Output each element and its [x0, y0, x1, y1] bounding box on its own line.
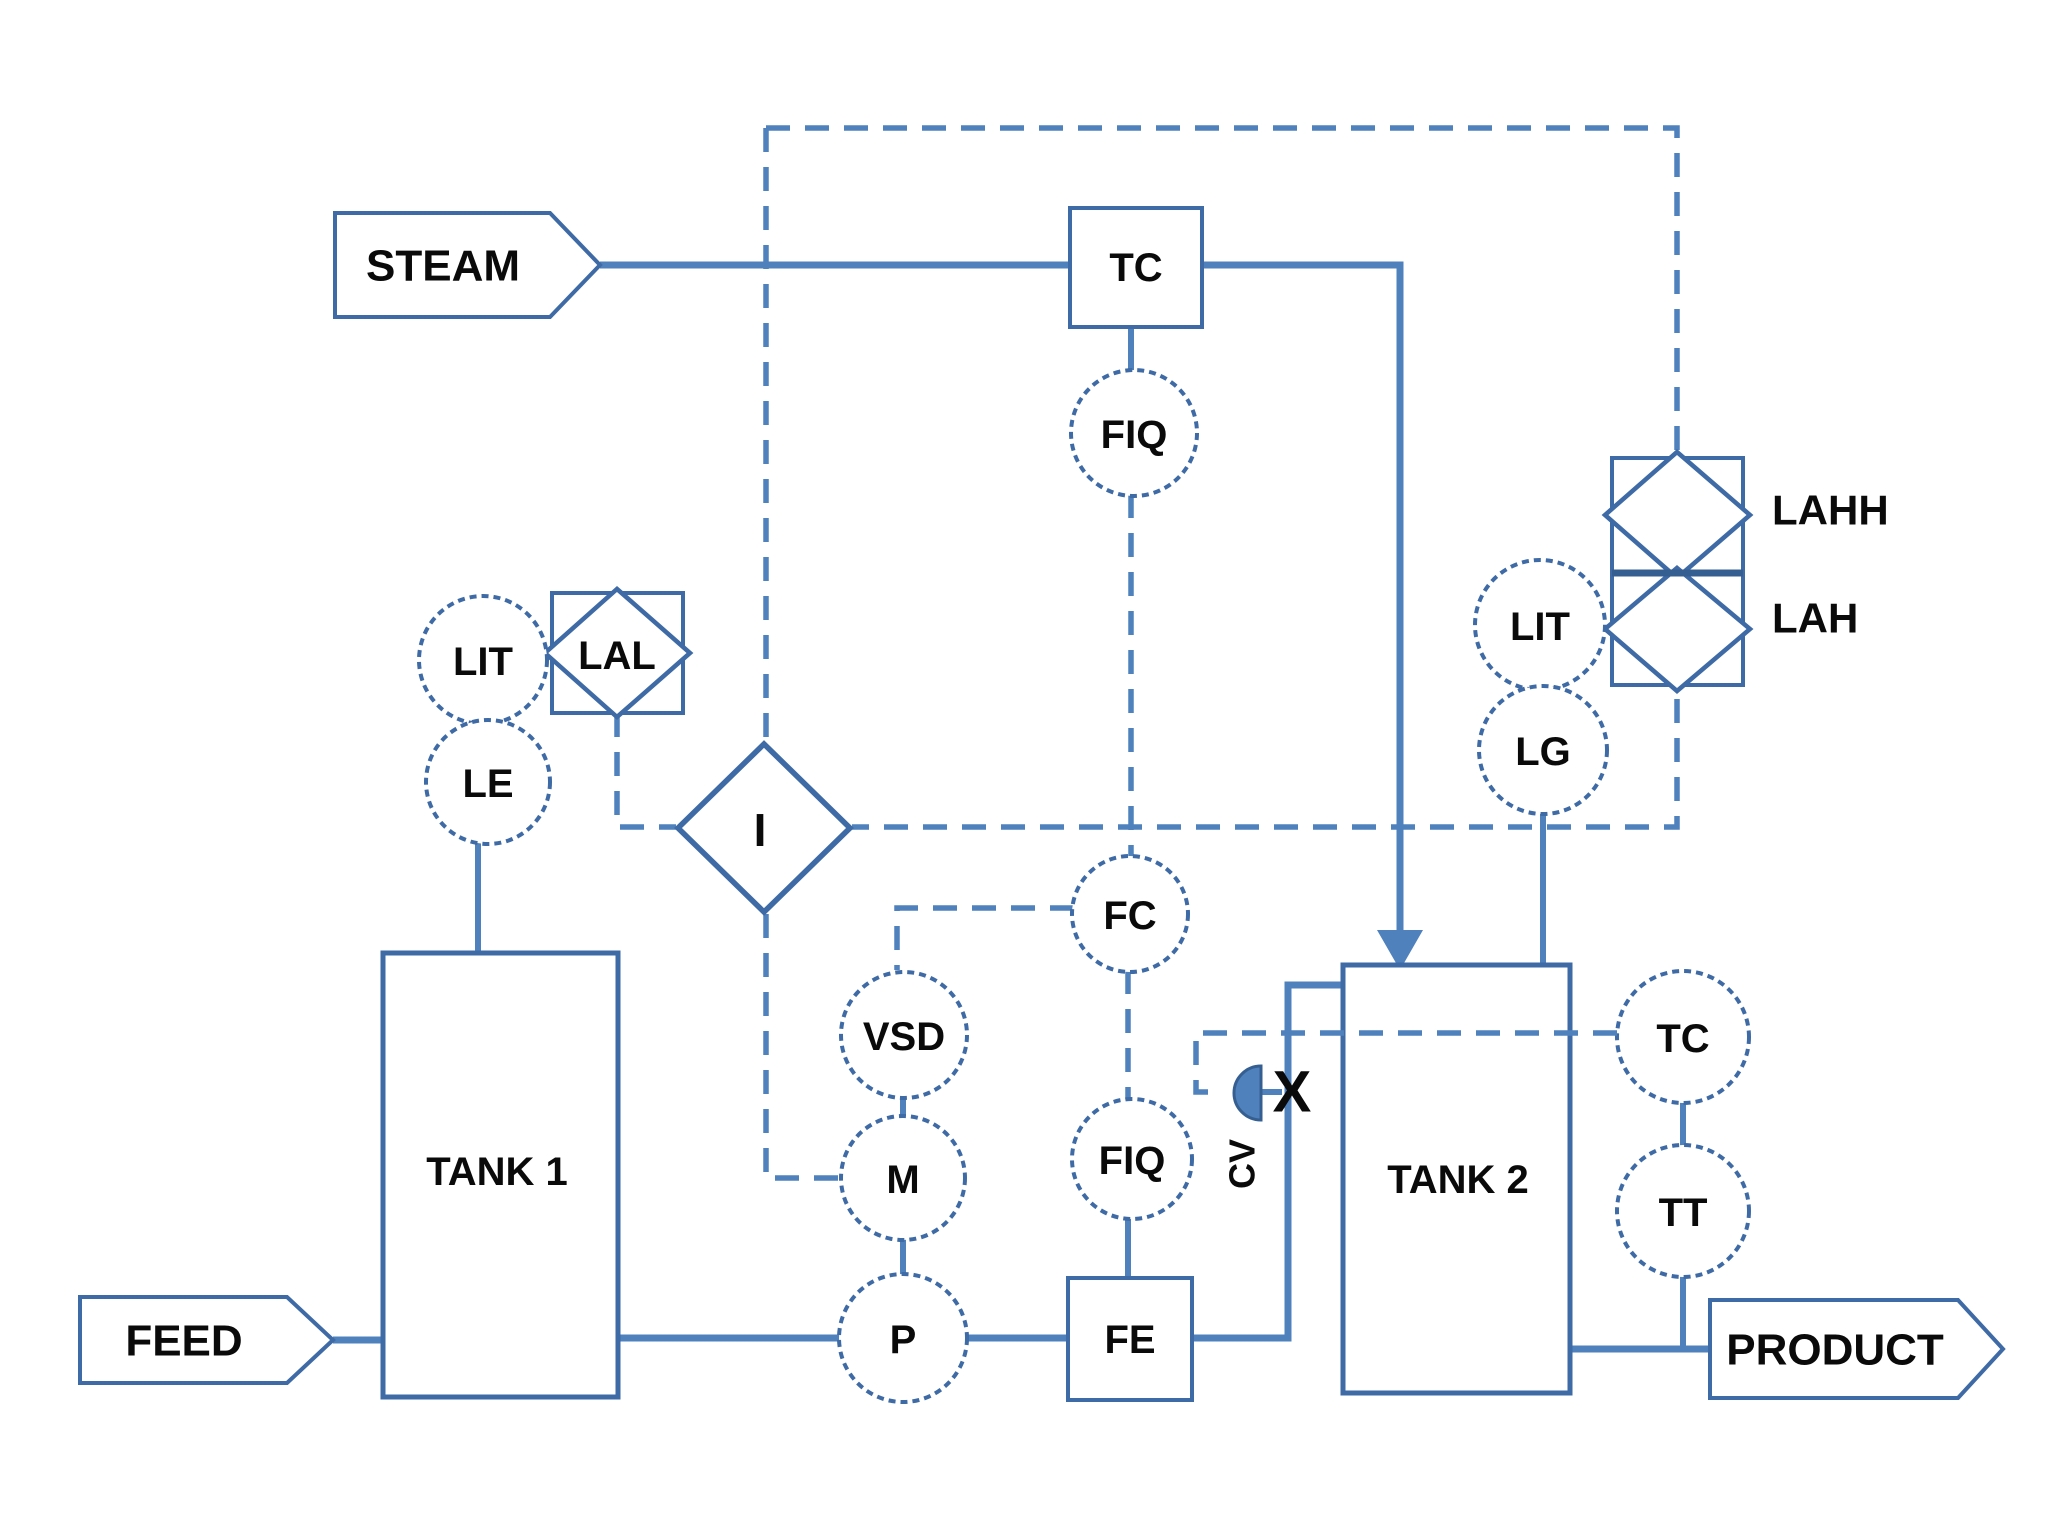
feed-flag — [78, 1295, 336, 1385]
vsd-circle — [839, 970, 969, 1100]
lah-label: LAH — [1772, 595, 1858, 642]
motor-circle — [839, 1114, 967, 1242]
tc-tank2-circle — [1615, 969, 1751, 1105]
tank2-label: TANK 2 — [1387, 1158, 1528, 1202]
tt-label: TT — [1659, 1191, 1708, 1235]
tc-steam-label: TC — [1109, 246, 1162, 290]
lal-label: LAL — [578, 634, 656, 678]
fiq-line-label: FIQ — [1099, 1139, 1166, 1183]
le-label: LE — [462, 762, 513, 806]
tc-controller-box — [1068, 206, 1204, 329]
lit-tank2-label: LIT — [1510, 605, 1570, 649]
fc-circle — [1070, 854, 1190, 974]
fe-to-tank2-line — [1192, 981, 1343, 1342]
lal-alarm-diamond — [541, 585, 694, 721]
tt-circle — [1615, 1143, 1751, 1279]
steam-label: STEAM — [366, 242, 520, 291]
fe-element-box — [1066, 1276, 1194, 1402]
valve-x-label: X — [1273, 1060, 1312, 1125]
lg-label: LG — [1515, 730, 1571, 774]
le-circle — [424, 718, 552, 846]
product-flag — [1708, 1298, 2006, 1400]
cv-label: CV — [1222, 1139, 1263, 1189]
fc-to-vsd-dashed-line — [894, 905, 1074, 970]
lg-circle — [1477, 684, 1609, 816]
fiq-steam-label: FIQ — [1101, 413, 1168, 457]
pump-label: P — [890, 1318, 917, 1362]
fc-label: FC — [1103, 894, 1156, 938]
fiq-steam-circle — [1069, 368, 1199, 498]
tc-tank2-label: TC — [1656, 1017, 1709, 1061]
fe-label: FE — [1104, 1318, 1155, 1362]
tank1-vessel — [380, 950, 621, 1400]
pump-circle — [837, 1272, 969, 1404]
lal-to-interlock-dashed-line — [614, 713, 676, 830]
tank1-label: TANK 1 — [426, 1150, 567, 1194]
interlock-to-motor-dashed-line — [763, 914, 839, 1181]
tc-to-valve-dashed-line — [1193, 1030, 1617, 1095]
control-valve-actuator-icon — [1232, 1064, 1263, 1122]
feed-label: FEED — [125, 1317, 242, 1366]
fiq-line-circle — [1070, 1097, 1194, 1221]
product-label: PRODUCT — [1726, 1326, 1944, 1375]
lit-tank1-label: LIT — [453, 640, 513, 684]
steam-flag — [333, 211, 603, 319]
flow-arrowhead-icon — [1377, 930, 1423, 970]
interlock-diamond — [674, 740, 854, 916]
interlock-label: I — [754, 804, 767, 856]
tank2-vessel — [1340, 962, 1573, 1396]
lah-alarm-diamond — [1601, 565, 1754, 694]
steam-line — [600, 261, 1404, 935]
motor-label: M — [886, 1158, 919, 1202]
lahh-label: LAHH — [1772, 487, 1889, 534]
vsd-label: VSD — [863, 1015, 945, 1059]
